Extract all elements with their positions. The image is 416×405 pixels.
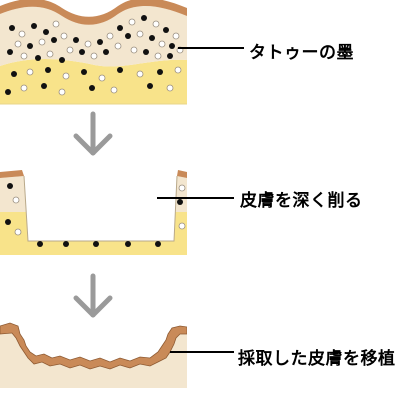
pale-dot xyxy=(106,32,114,40)
pale-dot xyxy=(172,32,180,40)
ink-dot xyxy=(5,89,11,95)
skin-panel-1 xyxy=(0,0,187,104)
pale-dot xyxy=(46,50,54,58)
ink-dot xyxy=(11,71,17,77)
skin-panel-3 xyxy=(0,322,187,388)
pale-dot xyxy=(62,72,70,80)
pale-dot xyxy=(14,228,22,236)
skin-panel-2 xyxy=(0,170,187,255)
ink-dot xyxy=(73,37,79,43)
ink-dot xyxy=(169,43,175,49)
shave-cut-outline xyxy=(23,175,178,242)
pale-dot xyxy=(136,30,144,38)
ink-dot xyxy=(125,241,131,247)
ink-dot xyxy=(9,25,15,31)
dermis-bottom xyxy=(28,241,174,255)
pale-dot xyxy=(58,88,66,96)
dermis-right xyxy=(174,212,187,255)
ink-dot xyxy=(103,49,109,55)
pale-dot xyxy=(18,30,26,38)
epidermis-layer xyxy=(0,5,187,67)
ink-dot xyxy=(149,35,155,41)
down-arrow-icon xyxy=(73,273,113,318)
pale-dot xyxy=(158,40,166,48)
pale-dot xyxy=(110,86,118,94)
pale-dot xyxy=(84,40,92,48)
ink-dot xyxy=(37,241,43,247)
surface-right xyxy=(177,170,187,178)
pale-dot xyxy=(152,20,160,28)
pale-dot xyxy=(128,18,136,26)
ink-dot xyxy=(117,67,123,73)
ink-dot xyxy=(155,241,161,247)
down-arrow-icon xyxy=(73,111,113,156)
ink-dot xyxy=(89,85,95,91)
surface-left xyxy=(0,170,24,178)
ink-dot xyxy=(41,83,47,89)
label-shave-skin: 皮膚を深く削る xyxy=(240,191,363,211)
ink-dot xyxy=(63,241,69,247)
ink-dot xyxy=(163,27,169,33)
remaining-ink-particles xyxy=(5,183,186,247)
ink-dot xyxy=(45,67,51,73)
pale-dot xyxy=(66,46,74,54)
pale-dot xyxy=(174,66,182,74)
ink-dot xyxy=(167,53,173,59)
dermis-left xyxy=(0,212,28,255)
ink-dot xyxy=(35,55,41,61)
pale-dot xyxy=(90,52,98,60)
ink-dot xyxy=(157,69,163,75)
ink-dot xyxy=(93,241,99,247)
pale-dot xyxy=(12,196,20,204)
ink-dot xyxy=(51,37,57,43)
pale-dot xyxy=(178,222,186,230)
ink-dot xyxy=(117,25,123,31)
pale-dot xyxy=(130,46,138,54)
ink-dot xyxy=(143,49,149,55)
pale-dot xyxy=(26,68,34,76)
pale-dot xyxy=(98,74,106,82)
pale-dot xyxy=(154,52,162,60)
ink-dot xyxy=(43,29,49,35)
grafted-skin-layer xyxy=(0,322,187,370)
ink-dot xyxy=(177,199,183,205)
pale-dot xyxy=(20,84,28,92)
pale-dot xyxy=(136,70,144,78)
pale-dot xyxy=(178,184,186,192)
pale-dot xyxy=(14,40,22,48)
ink-particles xyxy=(5,15,184,96)
ink-dot xyxy=(81,69,87,75)
ink-dot xyxy=(27,43,33,49)
dermis-layer xyxy=(0,59,187,104)
label-graft-skin: 採取した皮膚を移植 xyxy=(238,349,396,369)
ink-dot xyxy=(125,33,131,39)
pale-dot xyxy=(114,42,122,50)
ink-dot xyxy=(7,49,13,55)
pale-dot xyxy=(20,52,28,60)
ink-dot xyxy=(141,15,147,21)
pale-dot xyxy=(52,20,60,28)
pale-dot xyxy=(60,32,68,40)
ink-dot xyxy=(59,57,65,63)
ink-dot xyxy=(7,183,13,189)
skin-surface xyxy=(0,0,187,25)
ink-dot xyxy=(79,49,85,55)
pale-dot xyxy=(38,38,46,46)
ink-dot xyxy=(147,83,153,89)
graft-base xyxy=(0,328,187,388)
ink-dot xyxy=(31,23,37,29)
label-tattoo-ink: タトゥーの墨 xyxy=(249,43,354,63)
ink-dot xyxy=(5,219,11,225)
ink-dot xyxy=(97,39,103,45)
pale-dot xyxy=(166,84,174,92)
epidermis-left xyxy=(0,176,28,212)
